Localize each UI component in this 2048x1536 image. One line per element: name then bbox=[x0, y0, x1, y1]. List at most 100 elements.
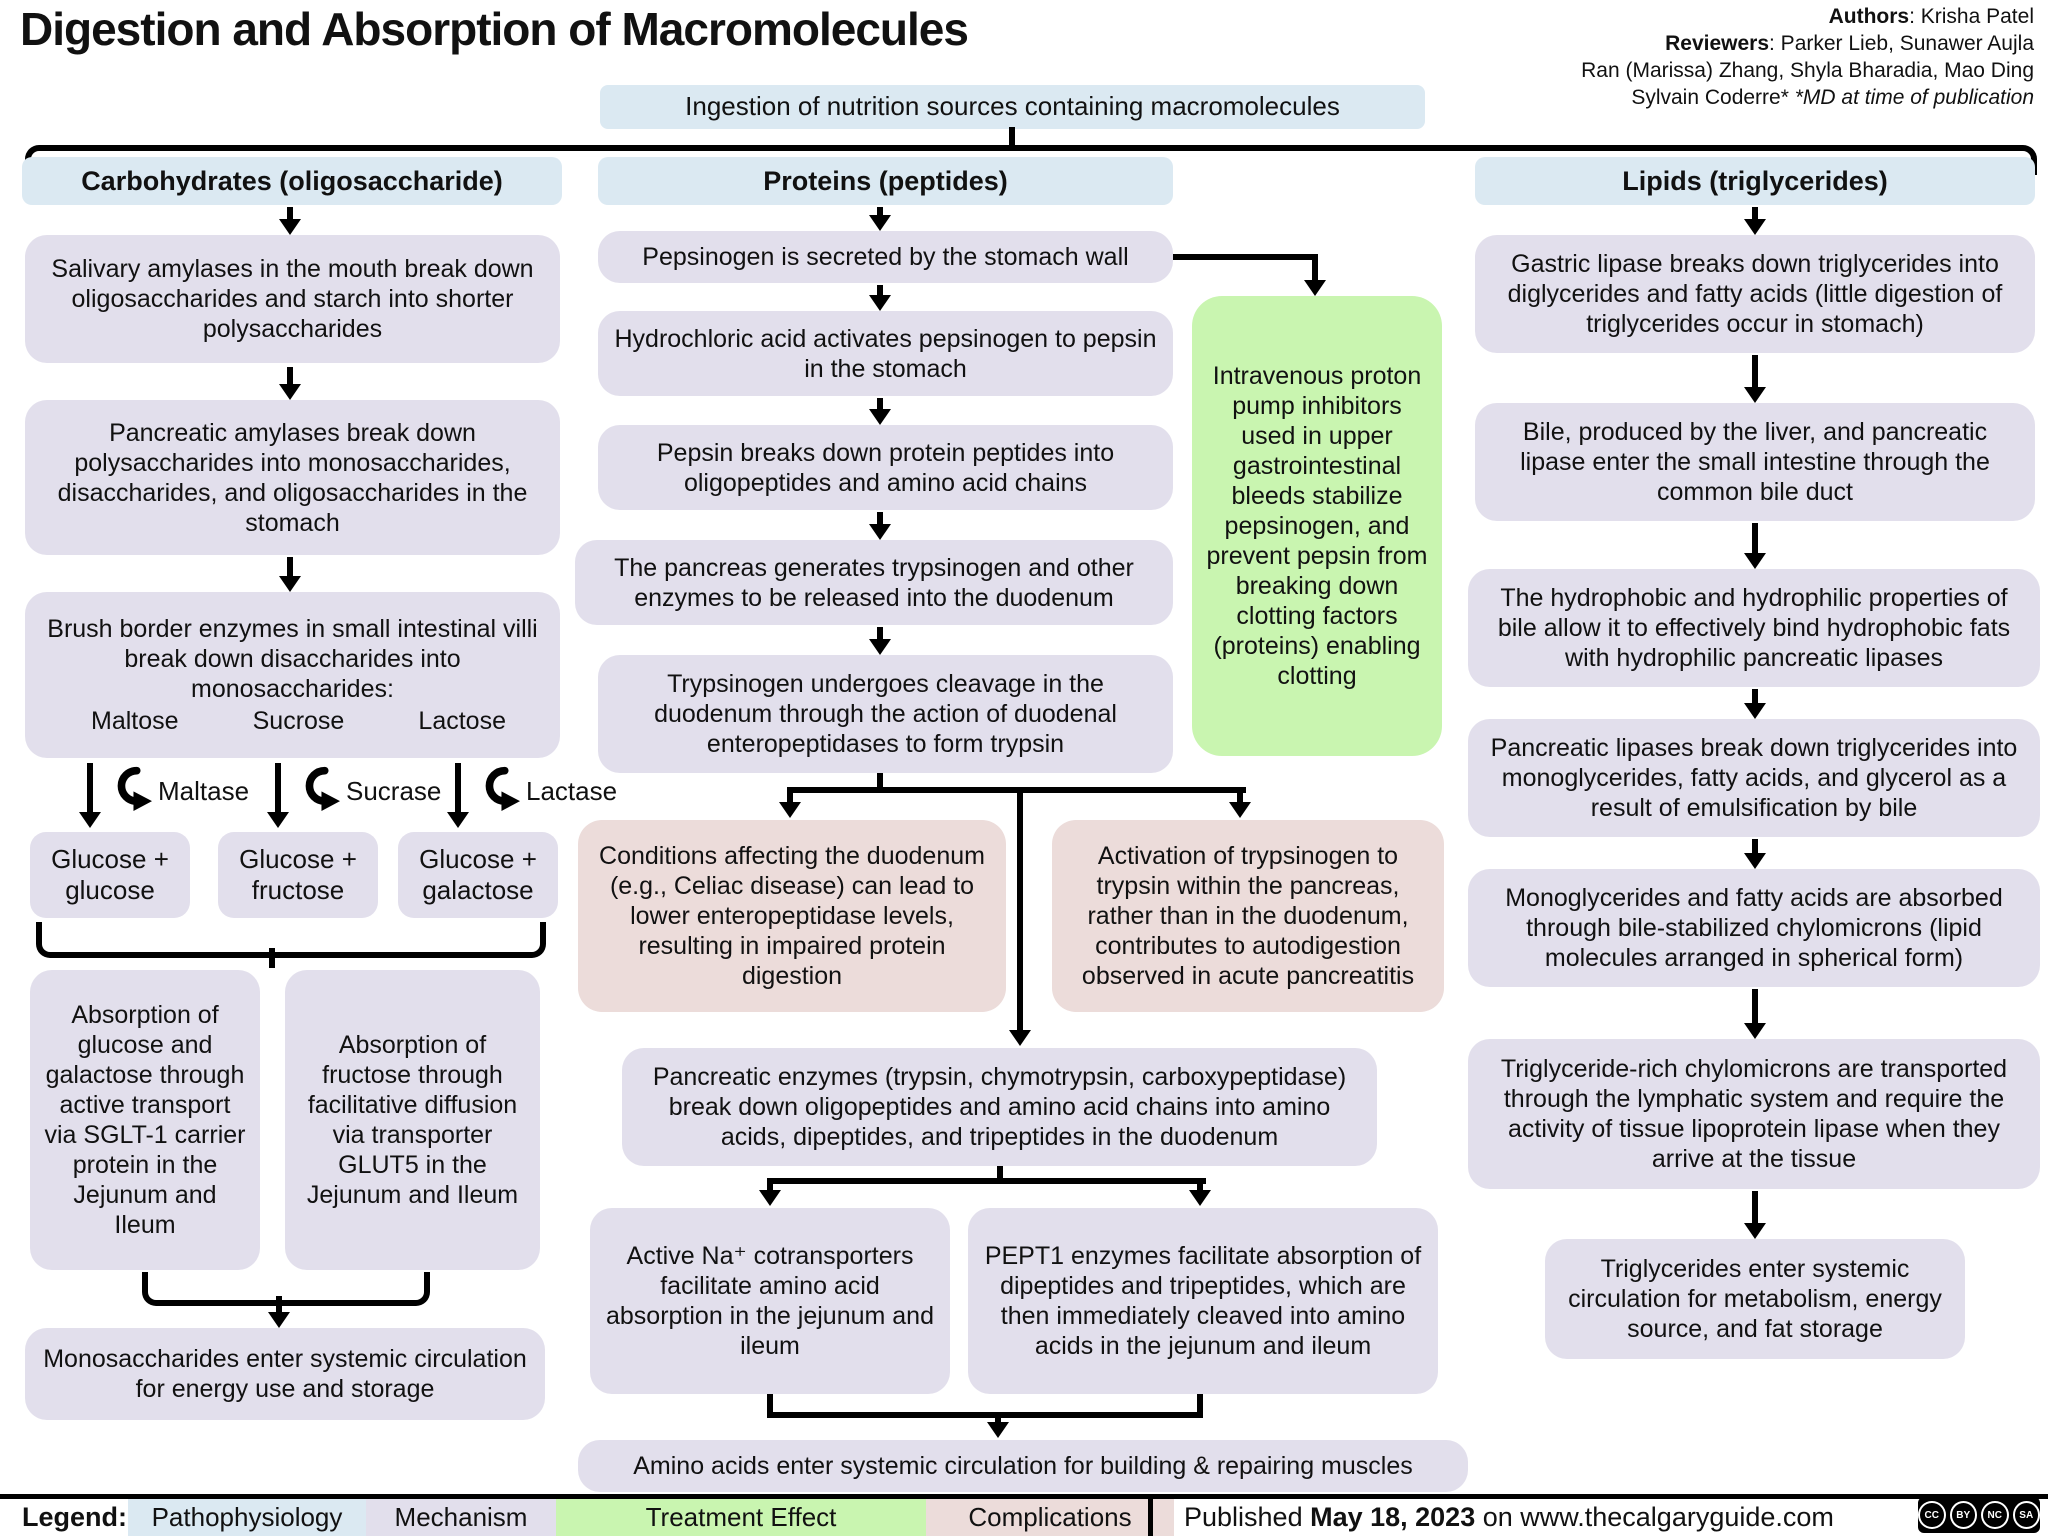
cc-sa-icon: SA bbox=[2012, 1501, 2040, 1529]
reviewers-names-2: Ran (Marissa) Zhang, Shyla Bharadia, Mao… bbox=[1581, 58, 2034, 82]
box-pancreatic-lipases: Pancreatic lipases break down triglyceri… bbox=[1468, 719, 2040, 837]
reviewers-names-1: : Parker Lieb, Sunawer Aujla bbox=[1769, 31, 2034, 55]
published-text: Published May 18, 2023 on www.thecalgary… bbox=[1184, 1502, 1834, 1533]
enzyme-label-maltase: Maltase bbox=[158, 776, 250, 806]
arrow-down bbox=[869, 627, 891, 655]
box-glucose-fructose: Glucose + fructose bbox=[218, 832, 378, 918]
sugar-label-lactose: Lactose bbox=[418, 707, 506, 735]
box-celiac-complication: Conditions affecting the duodenum (e.g.,… bbox=[578, 820, 1006, 1012]
box-bile-properties: The hydrophobic and hydrophilic properti… bbox=[1468, 569, 2040, 687]
credits-reviewers-3: Sylvain Coderre* *MD at time of publicat… bbox=[1581, 85, 2034, 112]
reviewers-label: Reviewers bbox=[1665, 31, 1770, 55]
arrow-down bbox=[1189, 1178, 1211, 1206]
authors-label: Authors bbox=[1828, 5, 1910, 28]
footer-divider bbox=[0, 1494, 2048, 1499]
arrow-down bbox=[1744, 355, 1766, 403]
arrow-down bbox=[1009, 787, 1031, 1046]
column-header-proteins: Proteins (peptides) bbox=[598, 157, 1173, 205]
arrow-down bbox=[1304, 274, 1326, 296]
brush-border-text: Brush border enzymes in small intestinal… bbox=[47, 615, 538, 703]
arrow-down bbox=[1744, 689, 1766, 719]
connector-line bbox=[767, 1412, 1203, 1418]
sugar-row: Maltose Sucrose Lactose bbox=[39, 706, 546, 736]
arrow-down bbox=[1744, 989, 1766, 1039]
box-pancreatic-amylase: Pancreatic amylases break down polysacch… bbox=[25, 400, 560, 555]
box-bile: Bile, produced by the liver, and pancrea… bbox=[1475, 403, 2035, 521]
arrow-down bbox=[1744, 207, 1766, 235]
sugar-label-sucrose: Sucrose bbox=[252, 707, 345, 735]
cc-license-badge: CC BY NC SA bbox=[1918, 1497, 2040, 1533]
connector-line bbox=[1312, 254, 1318, 276]
box-pepsinogen: Pepsinogen is secreted by the stomach wa… bbox=[598, 231, 1173, 283]
cc-icon: CC bbox=[1918, 1501, 1946, 1529]
box-pepsin: Pepsin breaks down protein peptides into… bbox=[598, 425, 1173, 510]
credits-authors: Authors: Krisha Patel bbox=[1581, 4, 2034, 31]
cc-by-icon: BY bbox=[1949, 1501, 1977, 1529]
arrow-down bbox=[1744, 839, 1766, 869]
box-pancreatitis-complication: Activation of trypsinogen to trypsin wit… bbox=[1052, 820, 1444, 1012]
arrow-down bbox=[869, 285, 891, 311]
arrow-down bbox=[869, 398, 891, 425]
footer-divider bbox=[1148, 1494, 1153, 1536]
legend-item-treatment-effect: Treatment Effect bbox=[556, 1499, 926, 1536]
connector-line bbox=[269, 948, 275, 968]
connector-line bbox=[877, 773, 883, 793]
connector-line bbox=[767, 1394, 773, 1416]
enzyme-label-sucrase: Sucrase bbox=[346, 776, 442, 806]
box-brush-border: Brush border enzymes in small intestinal… bbox=[25, 592, 560, 758]
arrow-down bbox=[869, 207, 891, 231]
arrow-down bbox=[1229, 787, 1251, 818]
arrow-down bbox=[759, 1178, 781, 1206]
arrow-down bbox=[268, 1296, 290, 1328]
box-ppi-treatment: Intravenous proton pump inhibitors used … bbox=[1192, 296, 1442, 756]
box-gastric-lipase: Gastric lipase breaks down triglycerides… bbox=[1475, 235, 2035, 353]
box-chylomicrons: Triglyceride-rich chylomicrons are trans… bbox=[1468, 1039, 2040, 1189]
cc-nc-icon: NC bbox=[1981, 1501, 2009, 1529]
arrow-down bbox=[279, 207, 301, 235]
arrow-down bbox=[79, 763, 101, 828]
enzyme-cycle-icon bbox=[305, 766, 340, 811]
legend-item-mechanism: Mechanism bbox=[366, 1499, 556, 1536]
md-note: *MD at time of publication bbox=[1794, 85, 2034, 109]
box-monoglycerides: Monoglycerides and fatty acids are absor… bbox=[1468, 869, 2040, 987]
box-absorption-glut5: Absorption of fructose through facilitat… bbox=[285, 970, 540, 1270]
connector-line bbox=[767, 1178, 1206, 1184]
connector-line bbox=[1173, 254, 1318, 260]
authors-names: : Krisha Patel bbox=[1909, 5, 2034, 28]
box-pept1: PEPT1 enzymes facilitate absorption of d… bbox=[968, 1208, 1438, 1394]
box-salivary-amylase: Salivary amylases in the mouth break dow… bbox=[25, 235, 560, 363]
published-prefix: Published bbox=[1184, 1502, 1311, 1532]
box-glucose-glucose: Glucose + glucose bbox=[30, 832, 190, 918]
box-glucose-galactose: Glucose + galactose bbox=[398, 832, 558, 918]
reviewers-names-3: Sylvain Coderre* bbox=[1631, 85, 1795, 109]
arrow-down bbox=[869, 512, 891, 540]
box-triglycerides-systemic: Triglycerides enter systemic circulation… bbox=[1545, 1239, 1965, 1359]
enzyme-label-lactase: Lactase bbox=[526, 776, 618, 806]
arrow-down bbox=[987, 1412, 1009, 1438]
box-pancreas-trypsinogen: The pancreas generates trypsinogen and o… bbox=[575, 540, 1173, 625]
box-hydrochloric-acid: Hydrochloric acid activates pepsinogen t… bbox=[598, 311, 1173, 396]
legend-label: Legend: bbox=[22, 1502, 127, 1532]
column-header-carbohydrates: Carbohydrates (oligosaccharide) bbox=[22, 157, 562, 205]
arrow-down bbox=[279, 367, 301, 400]
credits-reviewers-2: Ran (Marissa) Zhang, Shyla Bharadia, Mao… bbox=[1581, 58, 2034, 85]
box-trypsinogen-cleavage: Trypsinogen undergoes cleavage in the du… bbox=[598, 655, 1173, 773]
arrow-down bbox=[779, 787, 801, 818]
merge-bracket bbox=[142, 1272, 430, 1306]
column-header-lipids: Lipids (triglycerides) bbox=[1475, 157, 2035, 205]
connector-line bbox=[1197, 1394, 1203, 1416]
sugar-label-maltose: Maltose bbox=[91, 707, 179, 735]
arrow-down bbox=[1744, 523, 1766, 569]
connector-line bbox=[1009, 127, 1015, 147]
published-suffix: on www.thecalgaryguide.com bbox=[1475, 1502, 1834, 1532]
arrow-down bbox=[267, 763, 289, 828]
box-ingestion: Ingestion of nutrition sources containin… bbox=[600, 85, 1425, 129]
published-date: May 18, 2023 bbox=[1310, 1502, 1476, 1532]
arrow-down bbox=[1744, 1191, 1766, 1239]
connector-line bbox=[997, 1166, 1003, 1184]
legend-item-complications: Complications bbox=[926, 1499, 1174, 1536]
box-monosaccharides-systemic: Monosaccharides enter systemic circulati… bbox=[25, 1328, 545, 1420]
connector-line bbox=[787, 787, 1246, 793]
box-absorption-sglt1: Absorption of glucose and galactose thro… bbox=[30, 970, 260, 1270]
